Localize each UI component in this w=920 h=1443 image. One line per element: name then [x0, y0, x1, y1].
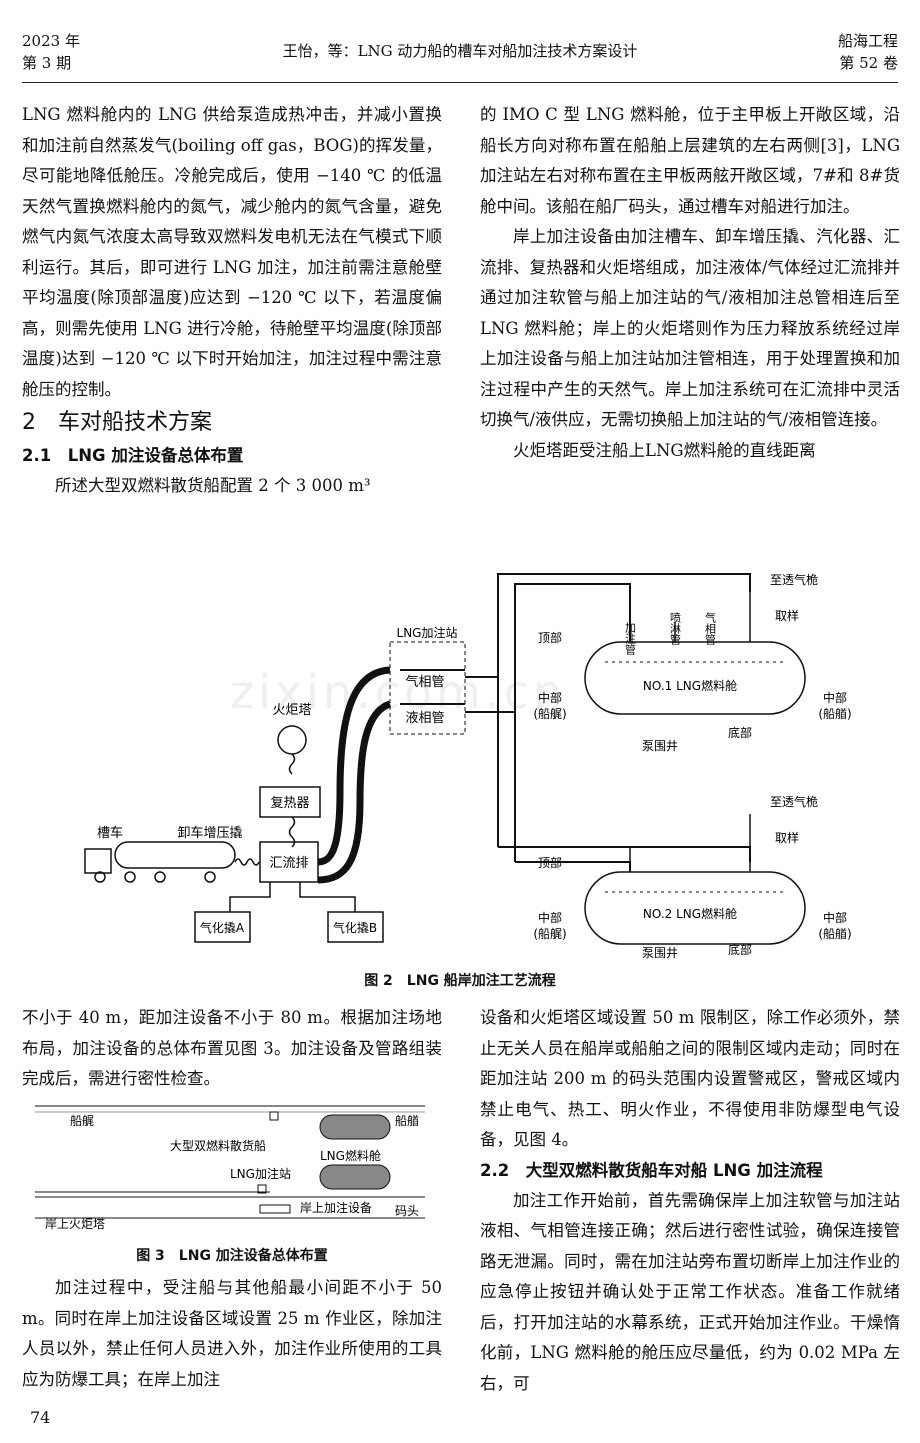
vaporizer-b-label: 气化撬B	[333, 920, 377, 935]
paragraph: 岸上加注设备由加注槽车、卸车增压撬、汽化器、汇流排、复热器和火炬塔组成，加注液体…	[480, 227, 900, 429]
volume-number: 第 52 卷	[839, 54, 898, 72]
paragraph: 火炬塔距受注船上LNG燃料舱的直线距离	[513, 440, 816, 460]
left-column-top: LNG 燃料舱内的 LNG 供给泵造成热冲击，并减小置换和加注前自然蒸发气(bo…	[22, 100, 442, 502]
vapor-pipe-label: 气相管	[704, 611, 717, 646]
paragraph: 加注过程中，受注船与其他船最小间距不小于 50 m。同时在岸上加注设备区域设置 …	[22, 1278, 442, 1389]
fig3-tank: LNG燃料舱	[320, 1148, 381, 1163]
subsection-heading: 2.1 LNG 加注设备总体布置	[22, 446, 244, 465]
bottom-label: 底部	[728, 942, 752, 957]
mid-label: 中部	[823, 690, 847, 705]
fig3-stern: 船艉	[70, 1114, 94, 1128]
station-title: LNG加注站	[397, 625, 458, 640]
top-label: 顶部	[538, 630, 562, 645]
liquid-pipe-label: 液相管	[405, 711, 444, 726]
vent-label: 至透气桅	[770, 572, 818, 587]
skid-label: 卸车增压撬	[177, 825, 242, 841]
fig3-shore-flare: 岸上火炬塔	[45, 1217, 105, 1231]
subsection-heading: 2.2 大型双燃料散货船车对船 LNG 加注流程	[480, 1160, 823, 1180]
truck-label: 槽车	[97, 825, 123, 841]
page-number: 74	[30, 1408, 51, 1427]
figure-2-caption: 图 2 LNG 船岸加注工艺流程	[364, 973, 556, 989]
figure-3-layout: 船艉 船艏 大型双燃料散货船 LNG燃料舱 LNG加注站 岸上加注设备 码头 岸…	[35, 1105, 425, 1231]
running-title: 王怡，等：LNG 动力船的槽车对船加注技术方案设计	[282, 42, 638, 60]
figure-2-process-flow: LNG加注站 气相管 液相管 火炬塔 复热器 汇流排 槽车 卸车增压撬 气化撬A…	[84, 572, 852, 960]
right-column-bottom: 设备和火炬塔区域设置 50 m 限制区，除工作必须外，禁止无关人员在船岸或船舶之…	[480, 1003, 900, 1399]
paragraph: LNG 燃料舱内的 LNG 供给泵造成热冲击，并减小置换和加注前自然蒸发气(bo…	[22, 105, 442, 399]
fig3-shore-equipment: 岸上加注设备	[300, 1200, 372, 1215]
paragraph: 所述大型双燃料散货船配置 2 个 3 000 m³	[55, 476, 371, 495]
journal-issue: 2023 年 第 3 期	[22, 30, 80, 74]
right-column-top: 的 IMO C 型 LNG 燃料舱，位于主甲板上开敞区域，沿船长方向对称布置在船…	[480, 100, 900, 466]
watermark: zixin.com.cn	[230, 665, 567, 719]
paragraph: 的 IMO C 型 LNG 燃料舱，位于主甲板上开敞区域，沿船长方向对称布置在船…	[480, 105, 900, 216]
section-heading: 2 车对船技术方案	[22, 410, 212, 435]
sample-label: 取样	[775, 608, 799, 623]
reheater-label: 复热器	[270, 796, 309, 811]
stern-label: (船艉)	[533, 707, 566, 721]
gas-pipe-label: 气相管	[405, 674, 444, 690]
fig3-bow: 船艏	[395, 1114, 419, 1128]
paragraph: 设备和火炬塔区域设置 50 m 限制区，除工作必须外，禁止无关人员在船岸或船舶之…	[480, 1008, 900, 1149]
mid-label: 中部	[538, 910, 562, 925]
pump-well-label: 泵围井	[642, 739, 678, 753]
figure-3-caption: 图 3 LNG 加注设备总体布置	[136, 1248, 328, 1264]
issue-year: 2023 年	[22, 32, 80, 50]
left-column-bottom: 加注过程中，受注船与其他船最小间距不小于 50 m。同时在岸上加注设备区域设置 …	[22, 1273, 442, 1395]
fig3-wharf: 码头	[395, 1204, 419, 1218]
tank-2-label: NO.2 LNG燃料舱	[643, 906, 737, 921]
fig3-ship: 大型双燃料散货船	[170, 1138, 266, 1153]
sample-label: 取样	[775, 830, 799, 845]
fill-pipe-label: 加注管	[624, 622, 637, 656]
paragraph: 不小于 40 m，距加注设备不小于 80 m。根据加注场地布局，加注设备的总体布…	[22, 1008, 442, 1088]
left-column-mid: 不小于 40 m，距加注设备不小于 80 m。根据加注场地布局，加注设备的总体布…	[22, 1003, 442, 1095]
fig3-station: LNG加注站	[230, 1166, 291, 1181]
mid-label: 中部	[823, 910, 847, 925]
journal-volume: 船海工程 第 52 卷	[838, 30, 898, 74]
bow-label: (船艏)	[818, 927, 851, 941]
vaporizer-a-label: 气化撬A	[200, 920, 245, 935]
journal-name: 船海工程	[837, 32, 898, 50]
top-label: 顶部	[538, 855, 562, 870]
flare-label: 火炬塔	[272, 703, 311, 718]
header-rule	[22, 82, 898, 83]
stern-label: (船艉)	[533, 927, 566, 941]
manifold-label: 汇流排	[269, 856, 308, 871]
mid-label: 中部	[538, 690, 562, 705]
vent-label: 至透气桅	[770, 794, 818, 809]
pump-well-label: 泵围井	[642, 946, 678, 960]
tank-1-label: NO.1 LNG燃料舱	[643, 678, 737, 693]
bottom-label: 底部	[728, 725, 752, 740]
paragraph: 加注工作开始前，首先需确保岸上加注软管与加注站液相、气相管连接正确；然后进行密性…	[480, 1190, 900, 1393]
bow-label: (船艏)	[818, 707, 851, 721]
issue-number: 第 3 期	[22, 54, 72, 72]
